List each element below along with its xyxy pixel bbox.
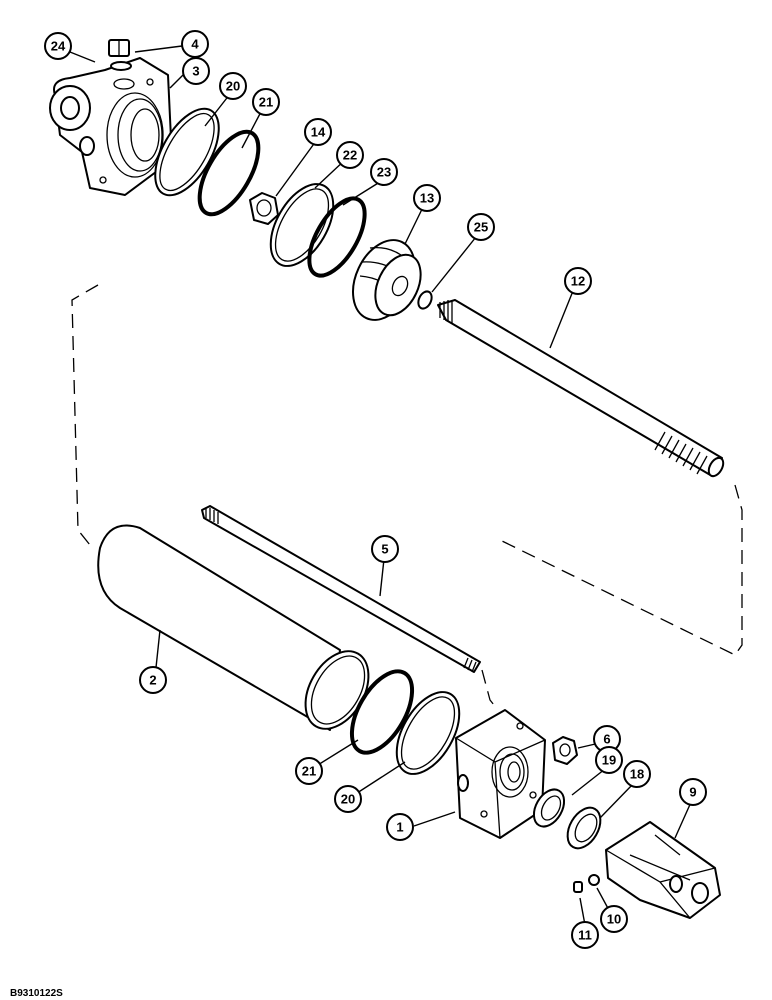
tie-rod-nut [552, 736, 578, 765]
svg-text:4: 4 [191, 37, 199, 52]
o-ring-lower [349, 669, 415, 755]
callout-2: 2 [139, 666, 167, 694]
svg-text:9: 9 [689, 785, 696, 800]
tie-rod [201, 505, 481, 673]
part-callouts: 24 4 3 20 21 14 22 23 13 25 12 5 2 6 19 … [44, 30, 707, 949]
callout-19: 19 [595, 746, 623, 774]
callout-20-upper: 20 [219, 72, 247, 100]
callout-14: 14 [304, 118, 332, 146]
o-ring-upper [197, 129, 261, 217]
callout-20-lower: 20 [334, 785, 362, 813]
svg-text:3: 3 [192, 64, 199, 79]
callout-22: 22 [336, 141, 364, 169]
callout-1: 1 [386, 813, 414, 841]
rod-o-ring [417, 290, 433, 310]
callout-12: 12 [564, 267, 592, 295]
svg-text:24: 24 [51, 39, 66, 54]
callout-21-lower: 21 [295, 757, 323, 785]
backup-ring-lower [395, 691, 461, 775]
piston-nut [249, 192, 279, 225]
clevis [605, 821, 721, 919]
piston-o-ring [307, 196, 367, 278]
drawing-code: B9310122S [10, 988, 63, 999]
svg-text:20: 20 [341, 792, 355, 807]
svg-text:11: 11 [578, 928, 592, 943]
callout-4: 4 [181, 30, 209, 58]
callout-21-upper: 21 [252, 88, 280, 116]
callout-13: 13 [413, 184, 441, 212]
callout-10: 10 [600, 905, 628, 933]
svg-text:12: 12 [571, 274, 585, 289]
cylinder-barrel [97, 524, 370, 731]
svg-text:14: 14 [311, 125, 326, 140]
svg-text:21: 21 [302, 764, 316, 779]
svg-text:19: 19 [602, 753, 616, 768]
svg-text:10: 10 [607, 912, 621, 927]
callout-11: 11 [571, 921, 599, 949]
svg-text:1: 1 [396, 820, 403, 835]
callout-23: 23 [370, 158, 398, 186]
assembly-guide-line [71, 284, 743, 656]
rod-wiper [532, 788, 566, 828]
svg-text:23: 23 [377, 165, 391, 180]
callout-3: 3 [182, 57, 210, 85]
rod-seal [566, 806, 602, 850]
rod-guide-line [481, 669, 499, 711]
piston [352, 239, 422, 321]
check-ball [588, 874, 600, 886]
seal-washer [110, 61, 132, 71]
svg-text:22: 22 [343, 148, 357, 163]
piston-rod [437, 299, 725, 478]
callout-25: 25 [467, 213, 495, 241]
svg-text:6: 6 [603, 732, 610, 747]
svg-text:2: 2 [149, 673, 156, 688]
callout-9: 9 [679, 778, 707, 806]
callout-5: 5 [371, 535, 399, 563]
grease-fitting [573, 881, 583, 893]
port-plug [108, 39, 130, 57]
svg-text:13: 13 [420, 191, 434, 206]
svg-text:5: 5 [381, 542, 388, 557]
svg-text:18: 18 [630, 767, 644, 782]
svg-text:21: 21 [259, 95, 273, 110]
rod-end-cap [455, 709, 546, 839]
svg-text:25: 25 [474, 220, 488, 235]
callout-24: 24 [44, 32, 72, 60]
piston-backup-ring [269, 183, 335, 267]
callout-18: 18 [623, 760, 651, 788]
head-cap [49, 57, 173, 196]
svg-text:20: 20 [226, 79, 240, 94]
